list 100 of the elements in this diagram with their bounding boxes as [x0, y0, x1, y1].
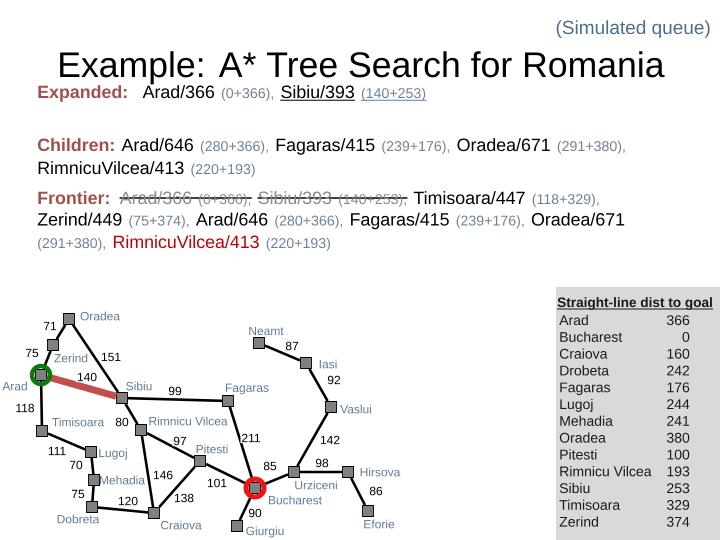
label: (140+253) [362, 88, 426, 101]
city-name: Mehadia [560, 416, 613, 426]
city-name: Pitesti [560, 449, 596, 460]
distance-label: 86 [368, 486, 384, 496]
queue-note: (Simulated queue) [556, 20, 710, 38]
distance-label: 142 [319, 434, 342, 446]
distance-value: 374 [666, 516, 690, 527]
distance-label: 90 [247, 508, 263, 518]
distance-label: 85 [262, 460, 278, 472]
road-line [228, 406, 254, 482]
road-line [90, 458, 95, 474]
city-name: Hirsova [360, 468, 400, 476]
road-line [46, 373, 118, 400]
label: (239+176), [382, 140, 450, 154]
title: Example: A* Tree Search for Romania [60, 51, 665, 84]
label: (291+380), [558, 140, 625, 154]
distance-value: 244 [667, 399, 690, 409]
road-line [300, 470, 342, 474]
label: Expanded: [38, 85, 126, 102]
children-list: Children: Arad/646 (280+366), Fagaras/415 (239+176), Oradea/671 (291+380), RimnicuVilcea/413 (220+193) [38, 138, 625, 177]
road-line [140, 436, 154, 508]
distance-label: 120 [117, 496, 140, 506]
road-line [124, 403, 139, 425]
road-line [158, 466, 196, 508]
distance-value: 100 [668, 450, 690, 460]
distance-value: 329 [666, 500, 690, 510]
city-name: Fagaras [226, 384, 269, 394]
label: Fagaras/415 [276, 138, 374, 155]
distance-value: 160 [668, 348, 690, 359]
distance-label: 75 [70, 488, 86, 500]
city-name: Rimnicu Vilcea [560, 466, 652, 476]
city-name: Eforie [364, 520, 394, 528]
distance-label: 146 [152, 470, 174, 480]
label: Arad/646 [122, 138, 193, 152]
distance-value: 176 [668, 382, 690, 392]
label: Fagaras/415 [351, 212, 449, 230]
road-line [91, 486, 95, 502]
city-name: Giurgiu [246, 526, 284, 538]
label: Timisoara/447 [414, 191, 525, 204]
label: RimnicuVilcea/413 [38, 161, 184, 174]
label: (220+193) [191, 164, 255, 177]
distance-label: 140 [76, 372, 98, 382]
label: Zerind/449 [38, 212, 122, 226]
city-name: Zerind [560, 516, 598, 527]
label: Oradea/671 [458, 138, 550, 152]
road-line [350, 477, 366, 506]
road-line [128, 396, 222, 402]
city-name: Lugoj [560, 398, 592, 412]
label: Frontier: [38, 191, 109, 204]
city-name: Timisoara [560, 500, 620, 510]
label: Arad/646 [196, 212, 268, 226]
distance-value: 241 [667, 416, 690, 426]
road-line [72, 324, 120, 393]
distance-label: 211 [240, 432, 262, 444]
road-line [40, 380, 44, 426]
distance-value: 0 [682, 332, 690, 342]
distance-label: 118 [14, 402, 36, 414]
road-line [264, 344, 301, 362]
city-name: Rimnicu Vilcea [149, 416, 228, 426]
city-name: Dobreta [58, 514, 100, 524]
city-name: Oradea [560, 432, 606, 443]
distance-label: 99 [167, 386, 183, 396]
distance-label: 98 [314, 458, 330, 468]
city-name: Craiova [160, 520, 202, 530]
distance-label: 111 [46, 446, 68, 456]
distance-label: 80 [114, 416, 130, 428]
city-name: Zerind [54, 354, 88, 362]
city-name: Iasi [320, 360, 337, 368]
distance-label: 97 [172, 436, 188, 446]
distance-value: 366 [666, 315, 690, 326]
label: (280+366), [275, 215, 342, 228]
city-name: Arad [559, 314, 588, 326]
label: Arad/366 [142, 85, 214, 98]
city-name: Timisoara [52, 418, 104, 426]
label: (291+380), [38, 238, 105, 251]
city-name: Sibiu [560, 482, 590, 494]
road-line [98, 506, 148, 514]
label: (220+193) [266, 238, 330, 251]
label: Children: [38, 138, 114, 152]
distance-label: 70 [68, 460, 84, 470]
distance-label: 71 [42, 320, 58, 332]
road-line [56, 324, 66, 340]
distance-label: 151 [100, 352, 122, 362]
distance-label: 75 [24, 348, 40, 358]
road-line [308, 368, 329, 402]
distance-value: 253 [667, 483, 690, 494]
distance-value: 193 [668, 466, 690, 476]
road-line [47, 432, 86, 451]
city-name: Pitesti [196, 444, 228, 454]
label: (118+329), [532, 194, 598, 207]
distance-label: 101 [206, 478, 228, 488]
expanded-list: Expanded: Arad/366 (0+366), Sibiu/393 (140+253) [38, 85, 427, 102]
distance-label: 138 [173, 492, 196, 504]
distance-value: 380 [666, 432, 690, 443]
city-name: Drobeta [560, 365, 609, 376]
label: RimnicuVilcea/413 [114, 235, 259, 248]
city-name: Mehadia [100, 476, 145, 484]
city-name: Fagaras [560, 382, 610, 396]
city-name: Arad [2, 382, 27, 390]
distance-value: 242 [667, 366, 690, 376]
